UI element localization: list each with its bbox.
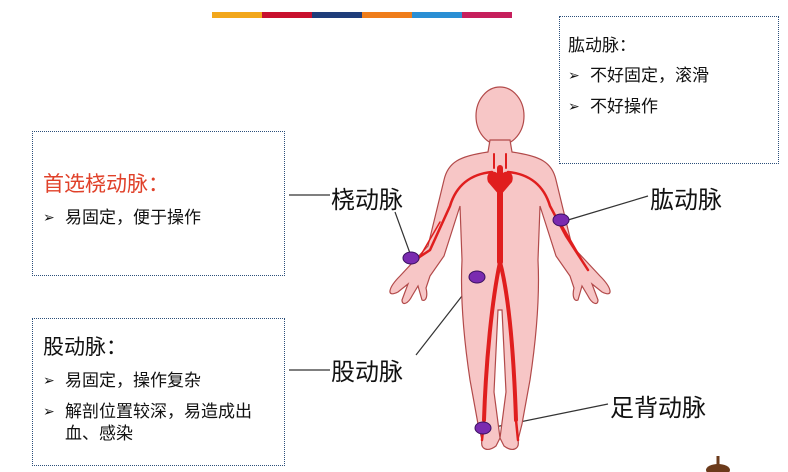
brachial-site-marker [552, 213, 570, 227]
top-bar-segment [412, 12, 462, 18]
box-title: 肱动脉： [568, 36, 636, 56]
brachial-artery-label: 肱动脉 [650, 186, 722, 214]
arrow-bullet-icon: ➢ [43, 373, 55, 389]
box-title: 股动脉： [43, 335, 127, 359]
top-color-bar [212, 12, 512, 18]
dorsalis-pedis-label: 足背动脉 [610, 394, 706, 422]
radial-artery-label: 桡动脉 [331, 186, 403, 214]
arrow-bullet-icon: ➢ [43, 210, 55, 226]
arrow-bullet-icon: ➢ [568, 68, 580, 84]
arrow-bullet-icon: ➢ [43, 404, 55, 421]
radial-site-marker [402, 251, 420, 265]
top-bar-segment [362, 12, 412, 18]
connector-line [394, 211, 412, 257]
corner-logo-icon [706, 456, 730, 472]
list-item: ➢解剖位置较深，易造成出血、感染 [43, 402, 252, 444]
radial-note-box: 首选桡动脉： ➢易固定，便于操作 [32, 131, 285, 276]
top-bar-segment [462, 12, 512, 18]
femoral-site-marker [468, 270, 486, 284]
femoral-artery-label: 股动脉 [331, 358, 403, 386]
connector-line [567, 195, 649, 221]
femoral-note-box: 股动脉： ➢易固定，操作复杂 ➢解剖位置较深，易造成出血、感染 [32, 318, 285, 466]
list-item: ➢易固定，便于操作 [43, 208, 201, 228]
top-bar-segment [312, 12, 362, 18]
top-bar-segment [212, 12, 262, 18]
arrow-bullet-icon: ➢ [568, 99, 580, 116]
list-item: ➢易固定，操作复杂 [43, 371, 201, 391]
dorsalis-site-marker [474, 421, 492, 435]
heart-icon [487, 171, 513, 196]
box-title: 首选桡动脉： [43, 172, 169, 196]
list-item: ➢不好固定，滚滑 [568, 66, 709, 86]
list-item: ➢不好操作 [568, 97, 658, 118]
brachial-note-box: 肱动脉： ➢不好固定，滚滑 ➢不好操作 [559, 16, 779, 164]
top-bar-segment [262, 12, 312, 18]
